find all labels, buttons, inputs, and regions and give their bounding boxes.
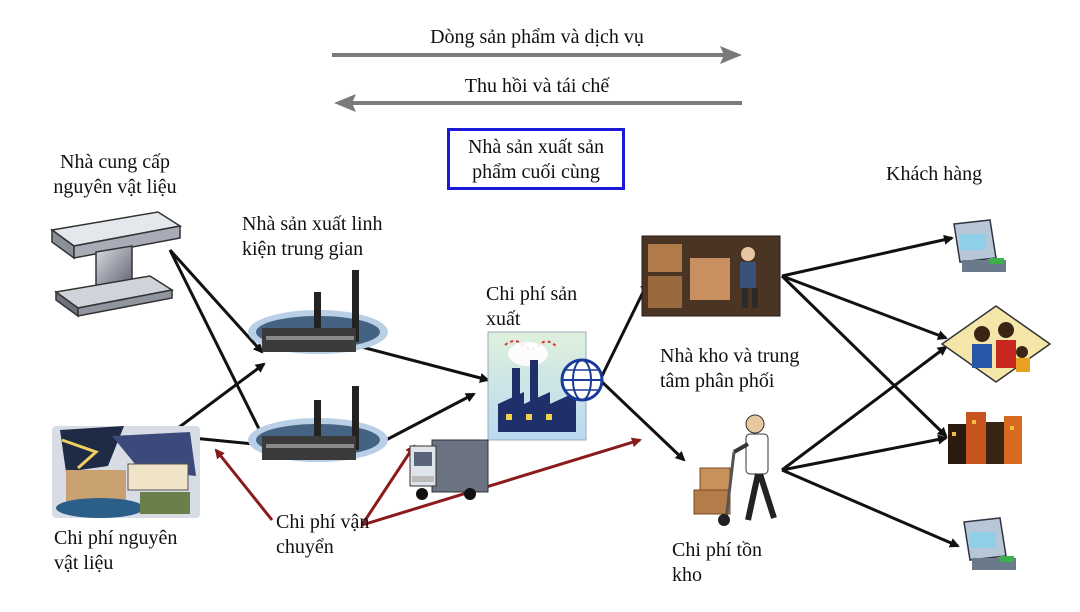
raw-material-collage-icon (52, 426, 200, 518)
main-flow-arrows (168, 234, 960, 548)
factory-icon-1 (248, 270, 388, 354)
arrow-dc-to-customer3 (780, 274, 948, 438)
arrow-factory1-to-plant (353, 343, 490, 383)
city-buildings-icon (948, 412, 1022, 464)
arrow-transport-to-inventory (361, 437, 642, 527)
arrow-inv-to-customer4 (781, 468, 960, 548)
intermediate-manufacturer-label: Nhà sản xuất linh kiện trung gian (242, 213, 383, 260)
transport-cost-label: Chi phí vận chuyển (276, 511, 370, 558)
warehouse-dc-label: Nhà kho và trung tâm phân phối (660, 345, 800, 392)
arrow-factory2-to-plant (385, 392, 476, 442)
truck-icon (409, 439, 489, 500)
arrow-raw-to-factory1 (169, 362, 266, 436)
raw-material-cost-label: Chi phí nguyên vật liệu (54, 527, 178, 574)
arrow-dc-to-customer2 (781, 274, 948, 340)
arrow-transport-to-truck (360, 444, 416, 526)
steel-beam-icon (50, 211, 183, 318)
arrow-supplier-to-factory1 (168, 248, 264, 354)
arrow-inv-to-customer2 (781, 345, 948, 472)
production-cost-label: Chi phí sản xuất (486, 283, 578, 330)
arrow-inv-to-customer3 (781, 434, 948, 472)
arrow-plant-to-inventory (598, 378, 686, 462)
cash-register-icon-1 (953, 219, 1006, 272)
transport-cost-arrows (214, 437, 642, 527)
raw-supplier-label: Nhà cung cấp nguyên vật liệu (53, 151, 177, 198)
final-manufacturer-label: Nhà sản xuất sản phẩm cuối cùng (467, 136, 605, 183)
arrow-supplier-to-factory2 (168, 249, 268, 445)
family-icon (940, 305, 1052, 383)
hand-truck-worker-icon (693, 414, 777, 526)
warehouse-worker-icon (641, 235, 781, 317)
inventory-cost-label: Chi phí tồn kho (672, 539, 763, 586)
forward-flow-arrow (332, 46, 742, 64)
arrow-dc-to-customer1 (781, 234, 954, 278)
final-manufacturer-box: Nhà sản xuất sản phẩm cuối cùng (447, 128, 625, 190)
customers-label: Khách hàng (886, 163, 983, 185)
backward-flow-label: Thu hồi và tái chế (464, 75, 610, 97)
forward-flow-label: Dòng sản phẩm và dịch vụ (430, 26, 644, 48)
cash-register-icon-2 (963, 517, 1016, 570)
factory-icon-2 (248, 386, 388, 462)
backward-flow-arrow (334, 94, 742, 112)
arrow-plant-to-warehouse (598, 280, 650, 381)
manufacturing-plant-icon (487, 331, 604, 441)
arrow-transport-to-raw (214, 448, 274, 521)
